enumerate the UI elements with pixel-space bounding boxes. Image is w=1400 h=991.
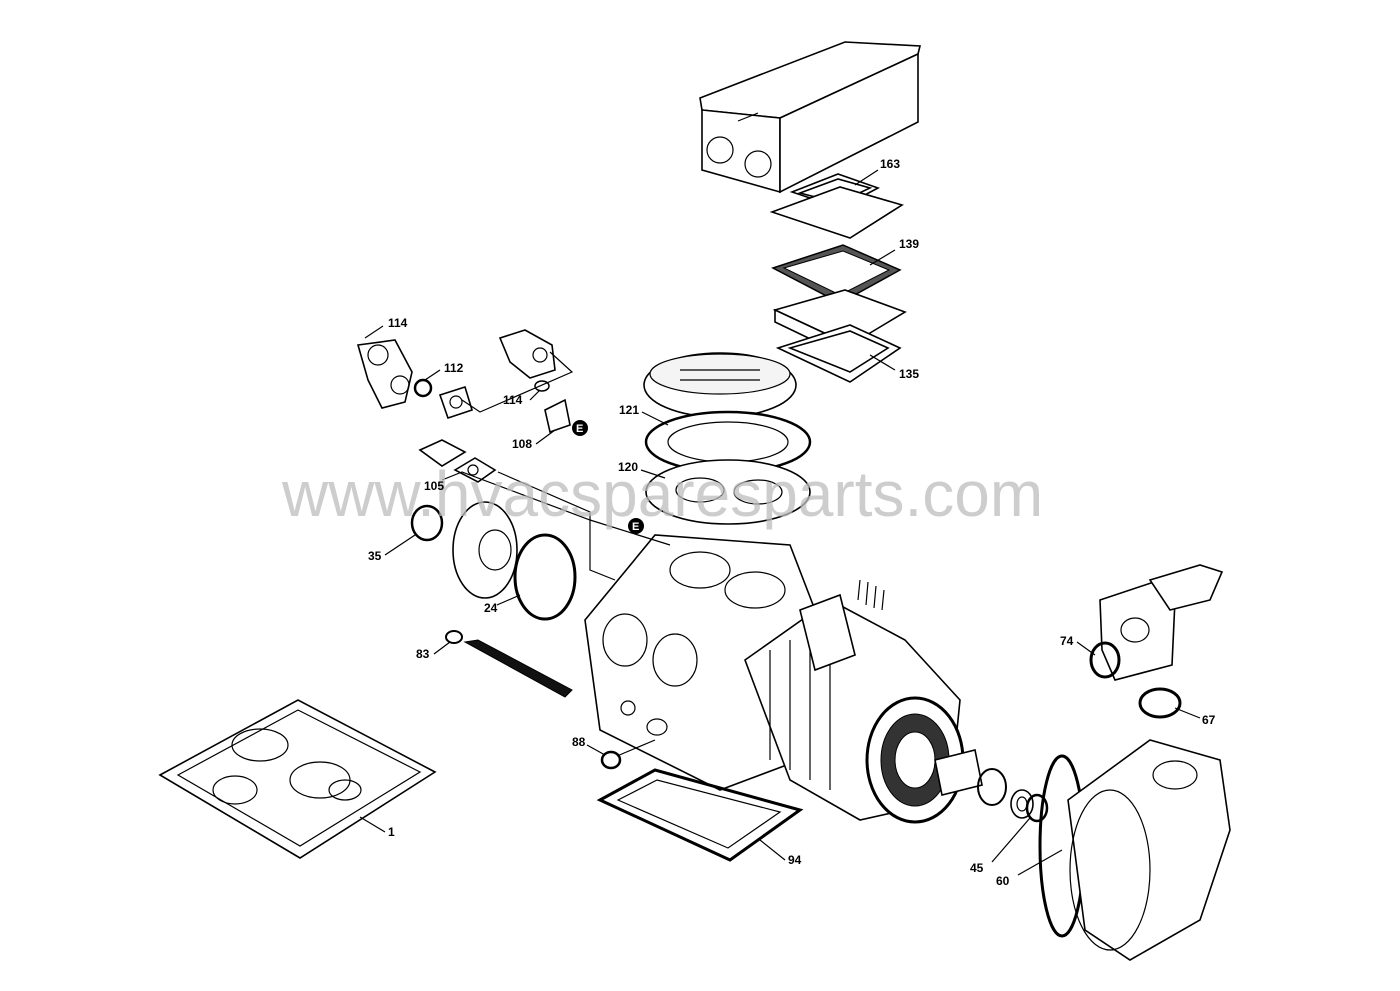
svg-text:E: E xyxy=(632,521,639,533)
callout-83: 83 xyxy=(416,647,430,661)
callout-45: 45 xyxy=(970,861,984,875)
flange-gasket-105 xyxy=(453,457,497,483)
callout-108: 108 xyxy=(512,437,532,451)
terminal-gasket-139 xyxy=(771,244,902,304)
terminal-gasket-163 xyxy=(769,173,904,239)
valve-gasket-108 xyxy=(544,398,571,434)
small-o-ring xyxy=(534,380,550,392)
o-ring xyxy=(1025,793,1049,823)
o-ring-112 xyxy=(413,378,433,398)
bottom-plate-gasket-94 xyxy=(596,768,804,862)
callout-94: 94 xyxy=(788,853,802,867)
motor-shaft xyxy=(934,749,983,796)
callout-88: 88 xyxy=(572,735,586,749)
oil-strainer-83 xyxy=(445,630,573,698)
callout-74: 74 xyxy=(1060,634,1074,648)
motor-end-cover xyxy=(1067,739,1231,961)
callout-121: 121 xyxy=(619,403,639,417)
discharge-valve-114 xyxy=(356,339,413,409)
callout-60: 60 xyxy=(996,874,1010,888)
pump-end-cover xyxy=(452,501,518,599)
callout-67: 67 xyxy=(1202,713,1216,727)
callout-114-lower: 114 xyxy=(503,393,523,407)
callout-112: 112 xyxy=(444,361,464,375)
callout-135: 135 xyxy=(899,367,919,381)
leader-lines xyxy=(359,169,1201,876)
o-ring-88 xyxy=(600,750,622,770)
blank-flange xyxy=(418,439,467,467)
compressor-crankcase xyxy=(584,534,816,791)
watermark-text: www.hvacsparesparts.com xyxy=(281,458,1043,530)
callout-35: 35 xyxy=(368,549,382,563)
valve-flange-fitting xyxy=(438,385,473,420)
bearing-bushing-45 xyxy=(1010,789,1034,819)
o-ring-35 xyxy=(410,504,444,542)
gasket-74 xyxy=(1089,641,1121,679)
terminal-box-cover xyxy=(699,41,922,194)
suction-valve-114 xyxy=(498,329,556,379)
gasket-kit-1 xyxy=(158,699,437,859)
callout-105: 105 xyxy=(424,479,444,493)
callout-114-upper: 114 xyxy=(388,316,408,330)
gasket-24 xyxy=(513,533,577,621)
gasket-67 xyxy=(1138,687,1182,719)
callout-1: 1 xyxy=(388,825,395,839)
callout-139: 139 xyxy=(899,237,919,251)
power-leads xyxy=(857,579,885,611)
seal-ring xyxy=(977,768,1007,806)
terminal-gasket-135 xyxy=(775,324,902,383)
valve-plate-120 xyxy=(645,459,811,525)
callout-163: 163 xyxy=(880,157,900,171)
svg-text:E: E xyxy=(576,423,583,435)
motor-stator xyxy=(865,696,965,824)
cylinder-head xyxy=(643,352,797,418)
marker-e-upper: E xyxy=(572,420,588,436)
callout-24: 24 xyxy=(484,601,498,615)
marker-e-lower: E xyxy=(628,518,644,534)
callout-120: 120 xyxy=(618,460,638,474)
